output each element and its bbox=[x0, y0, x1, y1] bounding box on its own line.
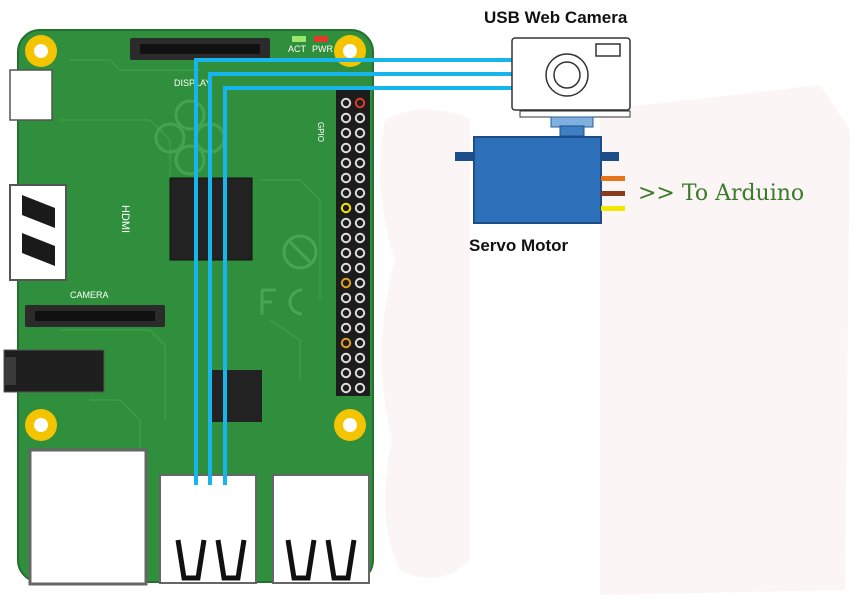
camera-flash bbox=[596, 44, 620, 56]
gpio-pin bbox=[342, 114, 350, 122]
display-label: DISPLAY bbox=[174, 78, 211, 88]
gpio-pin bbox=[342, 354, 350, 362]
act-label: ACT bbox=[288, 44, 307, 54]
gpio-pin bbox=[342, 324, 350, 332]
micro-usb-port bbox=[10, 70, 52, 120]
mount-hole-bottom-left bbox=[25, 409, 57, 441]
gpio-pin bbox=[356, 174, 364, 182]
camera-port-label: CAMERA bbox=[70, 290, 109, 300]
gpio-pin bbox=[342, 384, 350, 392]
gpio-pin bbox=[342, 174, 350, 182]
ethernet-port bbox=[30, 450, 146, 584]
gpio-pin bbox=[342, 249, 350, 257]
gpio-pin bbox=[356, 369, 364, 377]
usb-port-left bbox=[160, 475, 256, 583]
servo-body bbox=[474, 137, 601, 223]
gpio-pin bbox=[356, 144, 364, 152]
gpio-pin bbox=[356, 279, 364, 287]
gpio-pin bbox=[342, 339, 350, 347]
gpio-pin bbox=[342, 189, 350, 197]
gpio-pin bbox=[342, 234, 350, 242]
mount-hole-bottom-right bbox=[334, 409, 366, 441]
gpio-pin bbox=[356, 234, 364, 242]
gpio-pin bbox=[356, 189, 364, 197]
gpio-pin bbox=[342, 279, 350, 287]
gpio-pin bbox=[342, 144, 350, 152]
mount-hole-top-left bbox=[25, 35, 57, 67]
gpio-pin bbox=[356, 384, 364, 392]
servo-wire-brown bbox=[601, 191, 625, 196]
gpio-pin bbox=[342, 219, 350, 227]
gpio-pin bbox=[356, 114, 364, 122]
background-patch bbox=[380, 85, 850, 595]
gpio-pin bbox=[342, 309, 350, 317]
camera-label: USB Web Camera bbox=[484, 8, 628, 27]
camera-lens-inner bbox=[554, 62, 580, 88]
raspberry-pi-board: ACT PWR DISPLAY CAMERA GPIO HDMI bbox=[4, 30, 373, 584]
lan-chip bbox=[210, 370, 262, 422]
gpio-pin bbox=[342, 99, 350, 107]
usb-web-camera bbox=[512, 38, 630, 117]
gpio-pin bbox=[342, 369, 350, 377]
servo-label: Servo Motor bbox=[469, 236, 569, 255]
usb-port-right bbox=[273, 475, 369, 583]
gpio-pin bbox=[356, 159, 364, 167]
pwr-label: PWR bbox=[312, 44, 333, 54]
gpio-label: GPIO bbox=[316, 122, 325, 142]
gpio-pin bbox=[342, 204, 350, 212]
gpio-pin bbox=[356, 219, 364, 227]
gpio-pin bbox=[356, 354, 364, 362]
hdmi-port bbox=[10, 185, 66, 280]
camera-stand bbox=[520, 111, 630, 117]
gpio-pin bbox=[356, 294, 364, 302]
gpio-pin bbox=[342, 129, 350, 137]
servo-top-cap bbox=[560, 126, 584, 136]
gpio-pin bbox=[356, 249, 364, 257]
pwr-led bbox=[314, 36, 328, 42]
act-led bbox=[292, 36, 306, 42]
gpio-pin bbox=[342, 159, 350, 167]
gpio-pin bbox=[356, 129, 364, 137]
gpio-pin bbox=[342, 294, 350, 302]
audio-jack bbox=[4, 350, 104, 392]
servo-wire-yellow bbox=[601, 206, 625, 211]
gpio-pin bbox=[356, 309, 364, 317]
gpio-pin bbox=[342, 264, 350, 272]
gpio-pin bbox=[356, 264, 364, 272]
gpio-pin bbox=[356, 339, 364, 347]
arduino-label: >> To Arduino bbox=[638, 181, 804, 206]
servo-motor bbox=[455, 117, 625, 223]
gpio-header bbox=[336, 90, 370, 396]
gpio-pin bbox=[356, 99, 364, 107]
mount-hole-top-right bbox=[334, 35, 366, 67]
gpio-pin bbox=[356, 324, 364, 332]
servo-wire-orange bbox=[601, 176, 625, 181]
gpio-pin bbox=[356, 204, 364, 212]
hdmi-label: HDMI bbox=[119, 205, 131, 233]
